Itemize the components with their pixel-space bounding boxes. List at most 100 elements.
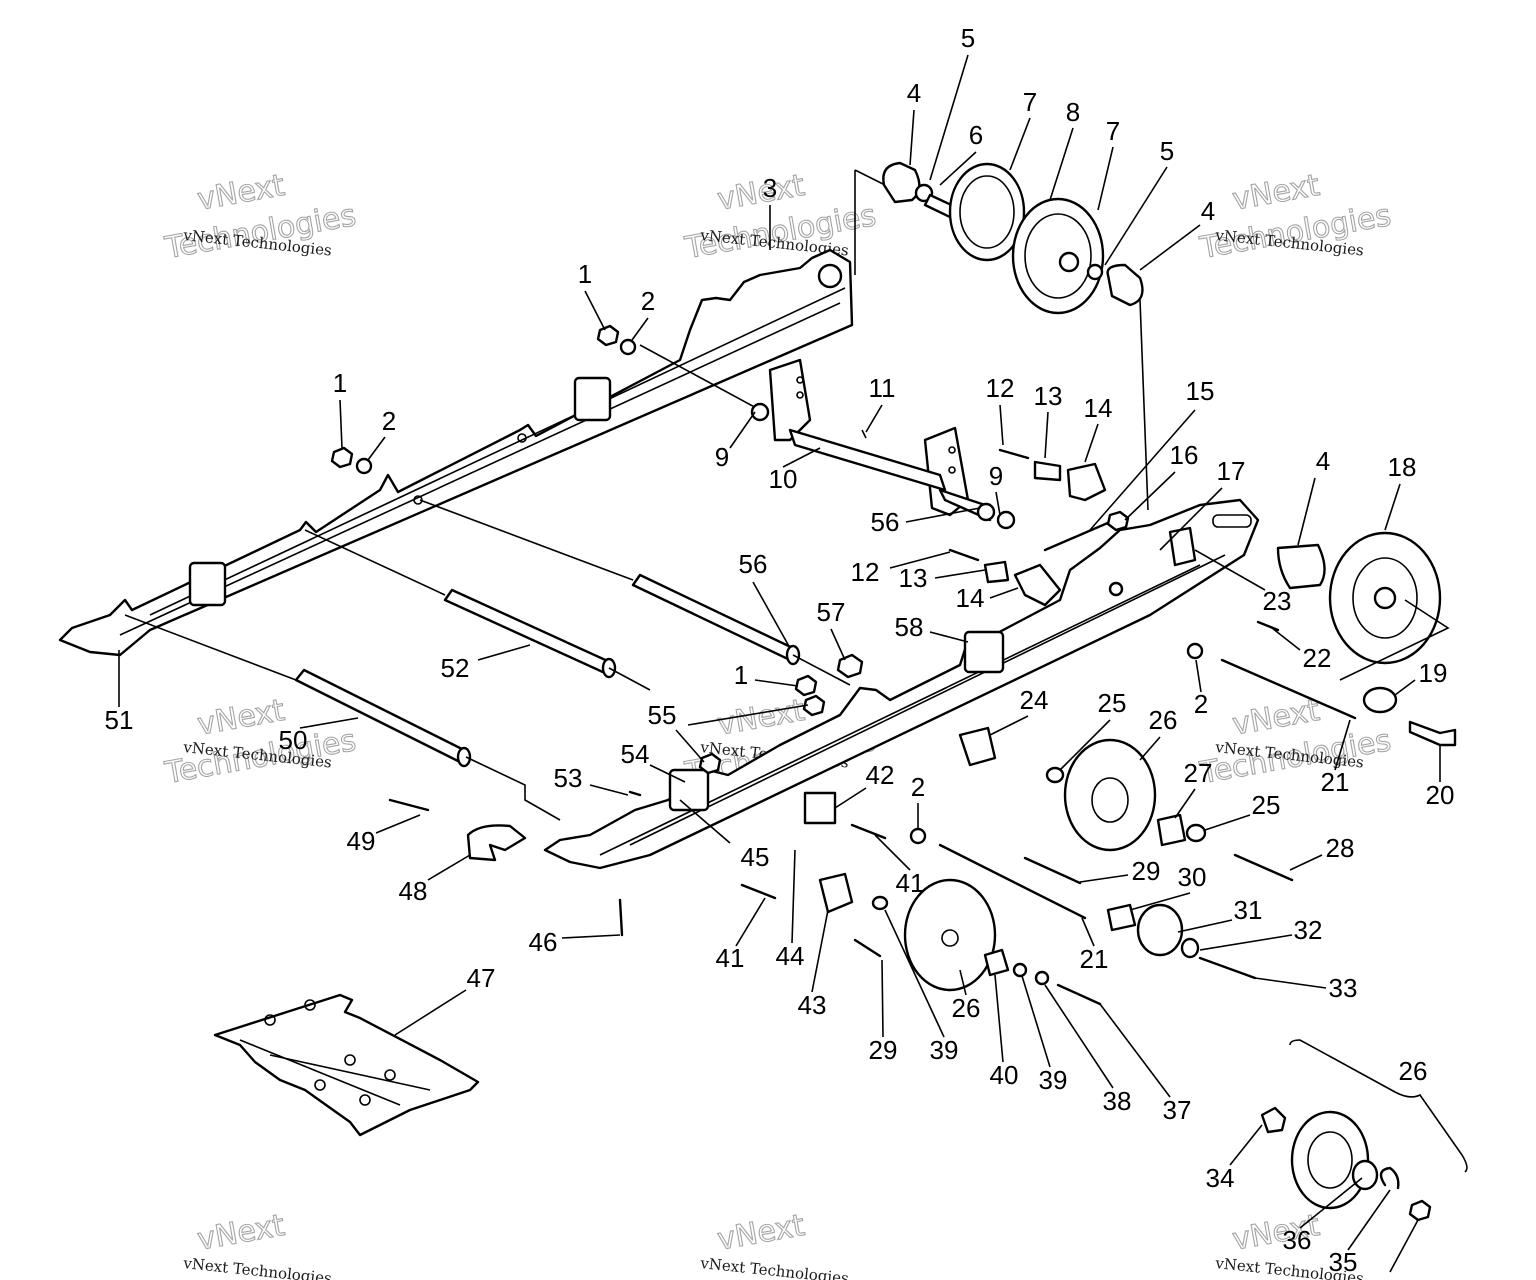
nut-16 (1108, 581, 1124, 597)
callout-9: 9 (989, 461, 1003, 491)
bolt-37 (1056, 983, 1102, 1006)
slide-block (963, 630, 1005, 674)
bolt-28 (1233, 853, 1294, 882)
assembly-line (854, 169, 886, 186)
watermark-text: vNext Technologies (699, 1254, 850, 1280)
callout-46: 46 (529, 927, 558, 957)
callout-2: 2 (911, 772, 925, 802)
callout-52: 52 (441, 653, 470, 683)
callout-29: 29 (1132, 856, 1161, 886)
idler-axle-assembly (882, 161, 1144, 315)
callout-56: 56 (871, 507, 900, 537)
callout-7: 7 (1023, 87, 1037, 117)
idler-wheel-26 (941, 929, 959, 947)
callout-1: 1 (578, 259, 592, 289)
callout-25: 25 (1098, 688, 1127, 718)
washer-2 (1186, 642, 1204, 660)
callout-44: 44 (776, 941, 805, 971)
callout-42: 42 (866, 760, 895, 790)
cross-shaft-52 (443, 588, 617, 679)
assembly-line (639, 344, 761, 411)
callout-25: 25 (1252, 790, 1281, 820)
callout-1: 1 (734, 660, 748, 690)
callout-7: 7 (1106, 116, 1120, 146)
callout-13: 13 (899, 563, 928, 593)
callout-10: 10 (769, 464, 798, 494)
rear-idler-wheel-18 (1352, 557, 1418, 639)
callout-37: 37 (1163, 1095, 1192, 1125)
assembly-line (124, 614, 297, 681)
spacer-13 (1033, 460, 1062, 482)
spacer-27 (1156, 813, 1187, 847)
callout-32: 32 (1294, 915, 1323, 945)
callout-21: 21 (1321, 767, 1350, 797)
bolt-41 (850, 823, 887, 840)
bracket-17 (1168, 526, 1197, 567)
callout-53: 53 (554, 763, 583, 793)
callout-2: 2 (382, 406, 396, 436)
watermark-large: vNext (195, 693, 288, 743)
bolt-33 (1198, 956, 1257, 980)
callout-11: 11 (869, 373, 896, 403)
callout-2: 2 (1194, 689, 1208, 719)
callout-36: 36 (1283, 1225, 1312, 1255)
callout-39: 39 (930, 1035, 959, 1065)
callout-4: 4 (1201, 196, 1215, 226)
callout-41: 41 (896, 868, 925, 898)
nut-1 (794, 674, 818, 697)
callout-41: 41 (716, 943, 745, 973)
slide-block (188, 561, 227, 607)
callout-19: 19 (1419, 658, 1448, 688)
callout-35: 35 (1329, 1247, 1358, 1277)
callout-54: 54 (621, 739, 650, 769)
callout-21: 21 (1080, 944, 1109, 974)
washer-9 (750, 402, 770, 422)
bolt-15 (1043, 520, 1112, 552)
track-clip-47 (213, 993, 480, 1137)
rear-rail (58, 248, 854, 657)
nut-55 (698, 752, 722, 775)
callout-49: 49 (347, 826, 376, 856)
assembly-line (465, 756, 561, 821)
rail-edge-line (119, 302, 841, 636)
assembly-line (304, 529, 446, 596)
callout-5: 5 (1160, 136, 1174, 166)
callout-3: 3 (763, 173, 777, 203)
nut-57 (836, 653, 864, 679)
callout-15: 15 (1186, 376, 1215, 406)
callout-22: 22 (1303, 643, 1332, 673)
watermark-text: vNext Technologies (182, 1254, 333, 1280)
washer-25 (1045, 766, 1065, 784)
callout-56: 56 (739, 549, 768, 579)
callout-50: 50 (279, 725, 308, 755)
callout-26: 26 (1399, 1056, 1428, 1086)
cross-shaft-50 (294, 668, 472, 768)
callout-24: 24 (1020, 685, 1049, 715)
rail-edge-line (149, 287, 846, 616)
callout-26: 26 (952, 993, 981, 1023)
adjuster-bolt-21 (938, 843, 1087, 920)
spacer-4 (1276, 543, 1326, 590)
callout-47: 47 (467, 963, 496, 993)
callout-40: 40 (990, 1060, 1019, 1090)
callout-51: 51 (105, 705, 134, 735)
assembly-line (419, 499, 634, 581)
rail-edge-line (629, 554, 1226, 846)
watermark-large: vNext (715, 1208, 808, 1258)
callout-23: 23 (1263, 586, 1292, 616)
callout-55: 55 (648, 700, 677, 730)
callout-16: 16 (1170, 440, 1199, 470)
assembly-line (792, 654, 851, 686)
bolt-12 (948, 548, 980, 562)
callout-8: 8 (1066, 97, 1080, 127)
washer-39 (1012, 962, 1028, 978)
watermark-large: vNext (195, 168, 288, 218)
spacer-30 (1106, 903, 1137, 932)
bushing-14 (1013, 563, 1062, 607)
nut-1 (330, 446, 354, 469)
bracket-43 (818, 872, 854, 914)
callout-48: 48 (399, 876, 428, 906)
callout-57: 57 (817, 597, 846, 627)
callout-14: 14 (1084, 393, 1113, 423)
